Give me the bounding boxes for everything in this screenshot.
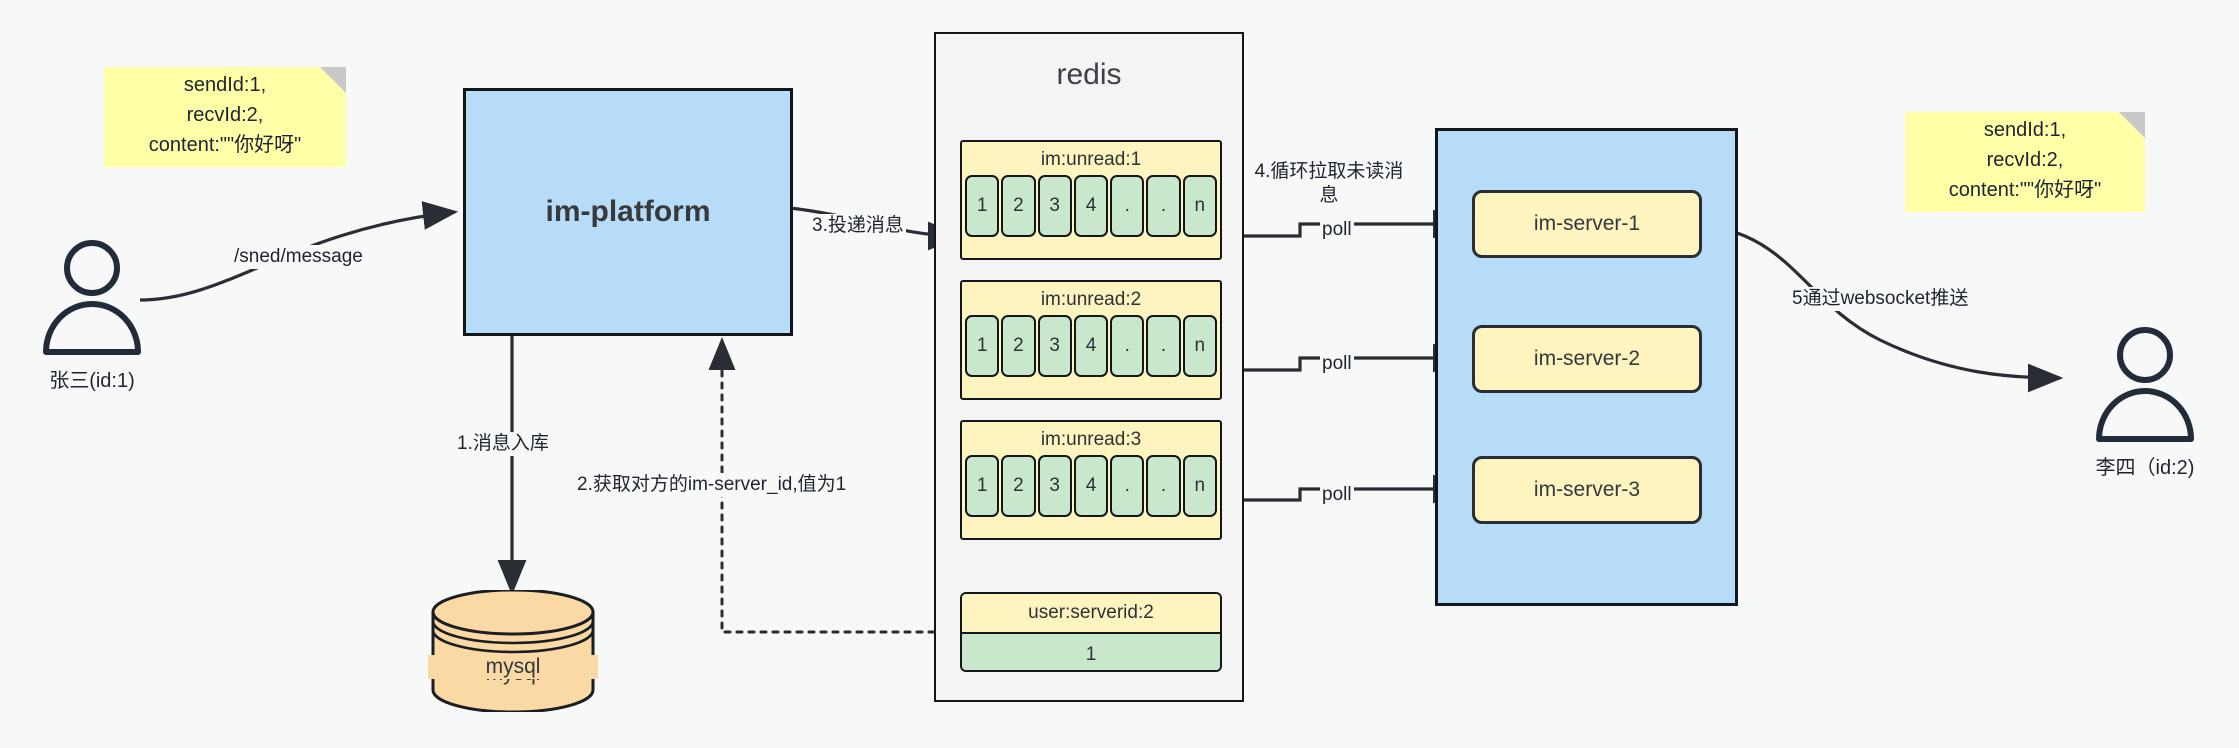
im-server-3-box[interactable]: im-server-3 bbox=[1472, 456, 1702, 524]
queue-cell: 3 bbox=[1037, 315, 1072, 377]
queue-3-key: im:unread:3 bbox=[962, 422, 1220, 457]
queue-cell: 2 bbox=[1001, 175, 1036, 237]
sticky-fold-corner bbox=[320, 67, 346, 93]
edge-label-poll-2: poll bbox=[1320, 352, 1354, 376]
queue-cell: 3 bbox=[1037, 175, 1072, 237]
queue-1-key: im:unread:1 bbox=[962, 142, 1220, 177]
queue-2-cells: 1 2 3 4 . . n bbox=[962, 315, 1220, 380]
kv-value: 1 bbox=[962, 634, 1220, 670]
queue-cell: . bbox=[1146, 175, 1181, 237]
edge-label-poll-3: poll bbox=[1320, 483, 1354, 507]
user-icon bbox=[43, 240, 141, 355]
queue-cell: . bbox=[1146, 455, 1181, 517]
sticky-left-line-1: sendId:1, bbox=[183, 74, 267, 96]
redis-queue-im-unread-3[interactable]: im:unread:3 1 2 3 4 . . n bbox=[960, 420, 1222, 540]
actor-right[interactable]: 李四（id:2) bbox=[2085, 325, 2205, 480]
sticky-right-line-1: sendId:1, bbox=[1983, 119, 2067, 141]
redis-queue-im-unread-1[interactable]: im:unread:1 1 2 3 4 . . n bbox=[960, 140, 1222, 260]
database-cylinder-icon: mysql bbox=[431, 588, 595, 714]
kv-key: user:serverid:2 bbox=[962, 594, 1220, 634]
sticky-note-left-payload: sendId:1, recvId:2, content:""你好呀" bbox=[104, 67, 346, 167]
queue-cell: 1 bbox=[965, 315, 1000, 377]
queue-cell: 2 bbox=[1001, 455, 1036, 517]
edge-label-step2: 2.获取对方的im-server_id,值为1 bbox=[575, 473, 849, 497]
mysql-label-text: mysql bbox=[485, 655, 541, 678]
actor-left[interactable]: 张三(id:1) bbox=[32, 238, 152, 393]
queue-cell: 4 bbox=[1073, 175, 1109, 237]
edge-label-poll-1: poll bbox=[1320, 218, 1354, 242]
user-icon bbox=[2096, 327, 2194, 442]
queue-cell: 4 bbox=[1073, 455, 1109, 517]
sticky-right-line-2: recvId:2, bbox=[1986, 149, 2064, 171]
mysql-database[interactable]: mysql bbox=[428, 588, 598, 714]
queue-cell: . bbox=[1146, 315, 1181, 377]
im-platform-box[interactable]: im-platform bbox=[463, 88, 793, 336]
queue-cell: 1 bbox=[965, 455, 1000, 517]
queue-cell: . bbox=[1110, 175, 1145, 237]
im-server-2-box[interactable]: im-server-2 bbox=[1472, 325, 1702, 393]
queue-cell: 4 bbox=[1073, 315, 1109, 377]
edge-label-step5: 5通过websocket推送 bbox=[1790, 287, 1971, 311]
im-server-1-box[interactable]: im-server-1 bbox=[1472, 190, 1702, 258]
queue-cell: 3 bbox=[1037, 455, 1072, 517]
queue-2-key: im:unread:2 bbox=[962, 282, 1220, 317]
redis-kv-user-serverid[interactable]: user:serverid:2 1 bbox=[960, 592, 1222, 672]
queue-cell: . bbox=[1110, 315, 1145, 377]
im-server-2-label: im-server-2 bbox=[1533, 347, 1641, 370]
mysql-label-overlay: mysql bbox=[428, 655, 598, 679]
actor-right-label: 李四（id:2) bbox=[2095, 457, 2195, 479]
im-server-3-label: im-server-3 bbox=[1533, 478, 1641, 501]
sticky-left-line-2: recvId:2, bbox=[186, 104, 264, 126]
redis-queue-im-unread-2[interactable]: im:unread:2 1 2 3 4 . . n bbox=[960, 280, 1222, 400]
sticky-note-right-payload: sendId:1, recvId:2, content:""你好呀" bbox=[1905, 112, 2145, 212]
queue-cell: n bbox=[1182, 175, 1217, 237]
queue-cell: 1 bbox=[965, 175, 1000, 237]
queue-1-cells: 1 2 3 4 . . n bbox=[962, 175, 1220, 240]
edge-label-step4: 4.循环拉取未读消息 bbox=[1252, 160, 1406, 208]
sticky-right-line-3: content:""你好呀" bbox=[1948, 179, 2102, 201]
im-server-1-label: im-server-1 bbox=[1533, 212, 1641, 235]
edge-label-step3: 3.投递消息 bbox=[810, 214, 906, 238]
actor-left-label: 张三(id:1) bbox=[49, 370, 135, 392]
queue-3-cells: 1 2 3 4 . . n bbox=[962, 455, 1220, 520]
edge-label-step1: 1.消息入库 bbox=[455, 432, 551, 456]
queue-cell: n bbox=[1182, 315, 1217, 377]
sticky-fold-corner bbox=[2119, 112, 2145, 138]
queue-cell: n bbox=[1182, 455, 1217, 517]
sticky-left-line-3: content:""你好呀" bbox=[148, 134, 302, 156]
redis-title: redis bbox=[1056, 58, 1122, 91]
queue-cell: . bbox=[1110, 455, 1145, 517]
im-platform-label: im-platform bbox=[545, 195, 711, 228]
edge-label-send-message: /sned/message bbox=[232, 245, 365, 269]
queue-cell: 2 bbox=[1001, 315, 1036, 377]
